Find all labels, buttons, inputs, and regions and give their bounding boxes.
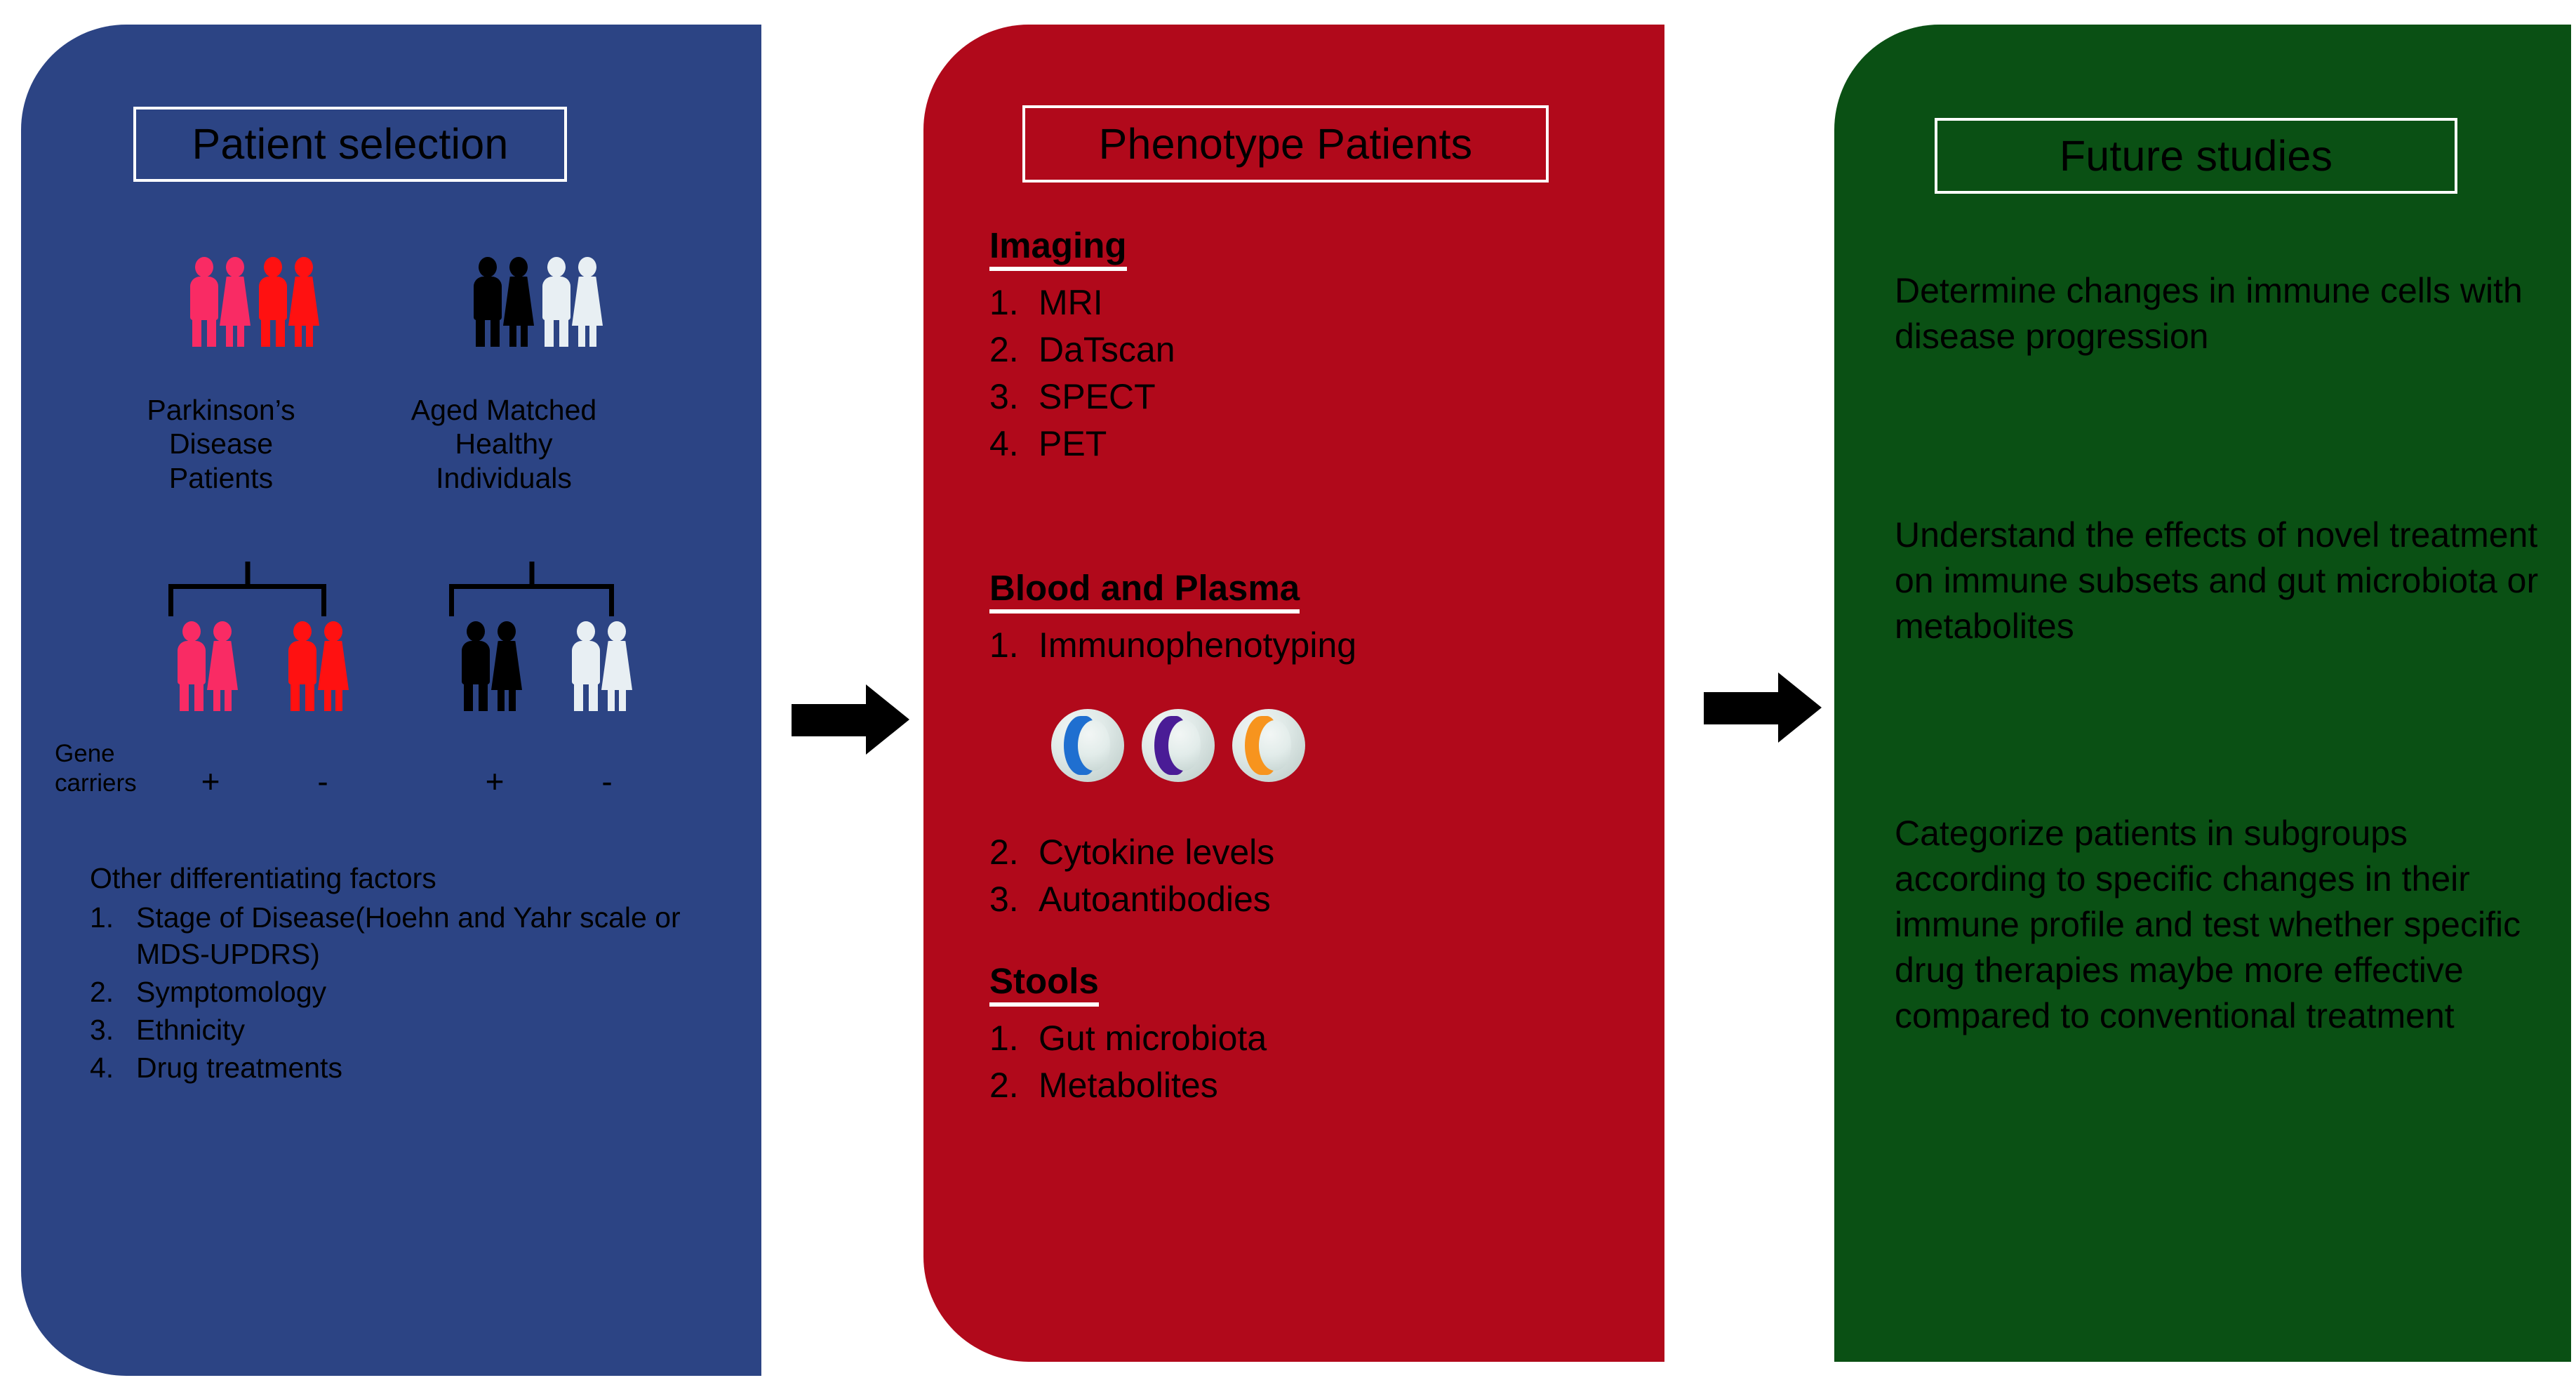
list-text: Ethnicity xyxy=(136,1014,245,1047)
panel-patient-selection xyxy=(21,25,761,1376)
person-icon-male-pink-2 xyxy=(175,621,208,711)
figure-group-healthy-negative xyxy=(570,621,634,711)
list-text: SPECT xyxy=(1039,377,1156,417)
immune-cell-purple-icon xyxy=(1142,709,1215,782)
gene-carriers-label: Gene carriers xyxy=(55,740,137,797)
title-box-phenotype-patients: Phenotype Patients xyxy=(1022,105,1549,183)
list-item: 3. Ethnicity xyxy=(90,1012,693,1048)
figure-group-pd-negative xyxy=(286,621,351,711)
person-icon-female-red-2 xyxy=(316,621,351,711)
sign-healthy-positive: + xyxy=(485,763,505,800)
list-text: Cytokine levels xyxy=(1039,833,1275,872)
section-stools: Stools 1. Gut microbiota 2. Metabolites xyxy=(989,961,1621,1109)
person-icon-female-white-2 xyxy=(599,621,634,711)
immune-cell-blue-icon xyxy=(1051,709,1124,782)
title-box-future-studies: Future studies xyxy=(1935,118,2457,194)
title-box-patient-selection: Patient selection xyxy=(133,107,567,182)
list-text: Immunophenotyping xyxy=(1039,625,1357,665)
figure-group-healthy-top xyxy=(472,257,605,347)
panel-phenotype-patients xyxy=(923,25,1664,1362)
list-text: PET xyxy=(1039,424,1107,464)
person-icon-female-pink-2 xyxy=(205,621,240,711)
person-icon-male-black xyxy=(472,257,504,347)
person-icon-male-white-2 xyxy=(570,621,602,711)
list-number: 1. xyxy=(90,901,114,934)
list-item: 2. Metabolites xyxy=(989,1062,1621,1109)
person-icon-male-red xyxy=(257,257,289,347)
list-item: 3. SPECT xyxy=(989,373,1621,420)
list-item: 2. Cytokine levels xyxy=(989,829,1621,876)
bracket-pd xyxy=(168,562,326,618)
section-heading-stools: Stools xyxy=(989,961,1099,1007)
person-icon-female-black-2 xyxy=(489,621,524,711)
list-item: 2. Symptomology xyxy=(90,974,693,1010)
list-text: Stage of Disease(Hoehn and Yahr scale or… xyxy=(136,901,681,971)
list-item: 1. Immunophenotyping xyxy=(989,622,1621,669)
section-heading-blood-and-plasma: Blood and Plasma xyxy=(989,568,1300,614)
section-imaging: Imaging 1. MRI 2. DaTscan 3. SPECT 4. PET xyxy=(989,225,1621,468)
immune-cell-orange-icon xyxy=(1232,709,1305,782)
list-text: Gut microbiota xyxy=(1039,1019,1267,1059)
list-number: 1. xyxy=(989,625,1019,665)
list-text: Metabolites xyxy=(1039,1066,1218,1106)
group-label-healthy: Aged Matched Healthy Individuals xyxy=(411,394,597,494)
list-number: 4. xyxy=(90,1052,114,1085)
list-item: 3. Autoantibodies xyxy=(989,876,1621,923)
section-blood-and-plasma: Blood and Plasma 1. Immunophenotyping xyxy=(989,568,1621,669)
future-studies-paragraph-1: Determine changes in immune cells with d… xyxy=(1895,271,2523,356)
person-icon-male-white xyxy=(540,257,573,347)
future-studies-paragraph-2: Understand the effects of novel treatmen… xyxy=(1895,515,2539,646)
page-title-future-studies: Future studies xyxy=(2059,131,2333,180)
list-number: 3. xyxy=(989,377,1019,417)
person-icon-female-pink xyxy=(218,257,253,347)
list-number: 2. xyxy=(989,833,1019,872)
section-blood-continued: 2. Cytokine levels 3. Autoantibodies xyxy=(989,825,1621,923)
list-number: 3. xyxy=(90,1014,114,1047)
arrow-red-to-green xyxy=(1704,672,1822,743)
person-icon-female-red xyxy=(286,257,321,347)
sign-pd-negative: - xyxy=(317,763,328,800)
list-item: 4. Drug treatments xyxy=(90,1049,693,1086)
list-item: 1. Gut microbiota xyxy=(989,1015,1621,1062)
page-title-patient-selection: Patient selection xyxy=(192,120,509,168)
page-title-phenotype-patients: Phenotype Patients xyxy=(1098,119,1473,168)
list-item: 2. DaTscan xyxy=(989,326,1621,373)
list-item: 1. Stage of Disease(Hoehn and Yahr scale… xyxy=(90,899,693,972)
section-heading-imaging: Imaging xyxy=(989,225,1127,272)
immune-cell-icons xyxy=(1051,709,1305,782)
person-icon-male-pink xyxy=(188,257,220,347)
future-studies-paragraph-3: Categorize patients in subgroups accordi… xyxy=(1895,814,2521,1035)
list-text: Drug treatments xyxy=(136,1052,342,1085)
panel-future-studies xyxy=(1834,25,2571,1362)
group-label-parkinsons: Parkinson’s Disease Patients xyxy=(147,394,295,494)
list-text: Autoantibodies xyxy=(1039,880,1271,919)
figure-group-pd-positive xyxy=(175,621,240,711)
list-text: DaTscan xyxy=(1039,330,1175,370)
sign-healthy-negative: - xyxy=(601,763,613,800)
person-icon-male-red-2 xyxy=(286,621,319,711)
list-number: 1. xyxy=(989,1019,1019,1059)
person-icon-female-black xyxy=(501,257,536,347)
list-text: MRI xyxy=(1039,283,1103,323)
person-icon-female-white xyxy=(570,257,605,347)
factors-header: Other differentiating factors xyxy=(90,862,436,894)
sign-pd-positive: + xyxy=(201,763,220,800)
figure-group-healthy-positive xyxy=(460,621,524,711)
list-number: 2. xyxy=(989,1066,1019,1106)
list-number: 1. xyxy=(989,283,1019,323)
list-number: 3. xyxy=(989,880,1019,919)
list-item: 1. MRI xyxy=(989,279,1621,326)
arrow-blue-to-red xyxy=(792,684,909,755)
list-number: 2. xyxy=(90,976,114,1009)
list-text: Symptomology xyxy=(136,976,327,1009)
other-differentiating-factors: Other differentiating factors 1. Stage o… xyxy=(90,860,693,1087)
list-item: 4. PET xyxy=(989,420,1621,468)
list-number: 4. xyxy=(989,424,1019,464)
figure-group-pd-top xyxy=(188,257,321,347)
bracket-healthy xyxy=(449,562,614,618)
person-icon-male-black-2 xyxy=(460,621,492,711)
list-number: 2. xyxy=(989,330,1019,370)
